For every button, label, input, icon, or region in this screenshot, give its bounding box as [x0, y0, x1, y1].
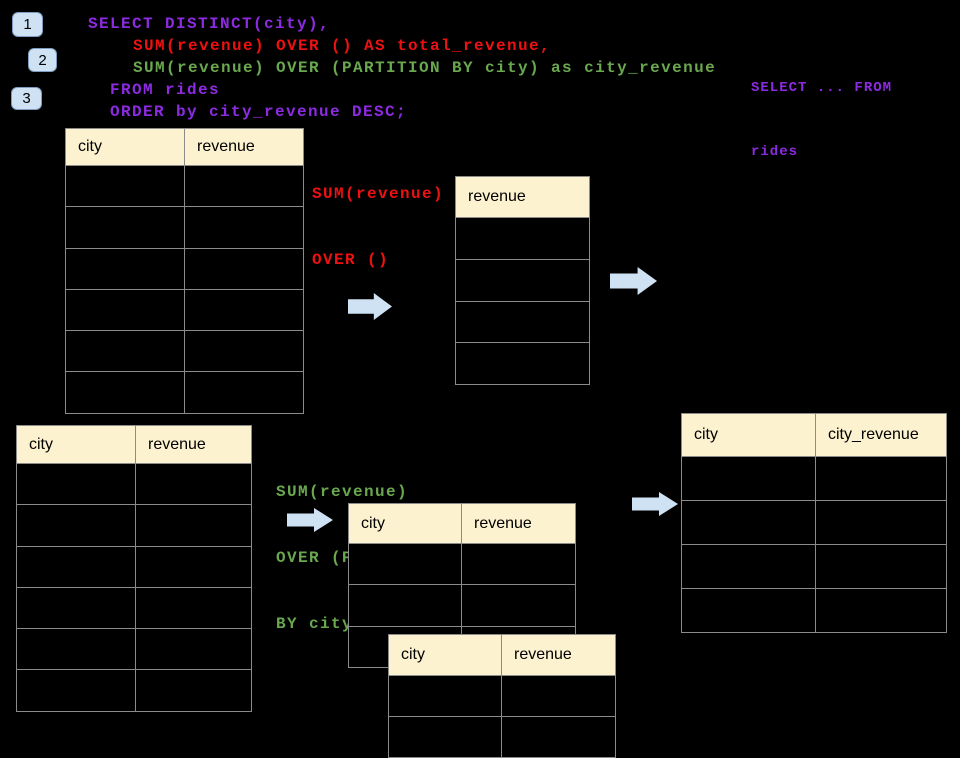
arrow-right-icon — [287, 508, 333, 532]
step-1-badge: 1 — [12, 12, 43, 37]
empty-cell — [136, 464, 252, 506]
empty-cell — [66, 289, 185, 332]
empty-cell — [389, 676, 502, 717]
arrow-right-icon — [610, 267, 657, 295]
arrow-right-icon — [632, 492, 678, 516]
column-header-revenue: revenue — [502, 635, 616, 676]
empty-cell — [456, 218, 590, 260]
empty-cell — [816, 589, 947, 633]
column-header-revenue: revenue — [136, 426, 252, 464]
empty-cell — [456, 301, 590, 344]
sql-code-line: SUM(revenue) OVER () AS total_revenue, — [133, 37, 552, 55]
column-header-revenue: revenue — [456, 177, 590, 218]
side-note-line: rides — [751, 144, 799, 160]
empty-cell — [136, 505, 252, 547]
empty-cell — [17, 629, 136, 671]
empty-cell — [17, 670, 136, 712]
column-header-city: city — [682, 414, 816, 457]
table-total-revenue-result: revenue — [455, 176, 590, 386]
empty-cell — [682, 501, 816, 545]
empty-cell — [456, 343, 590, 386]
empty-cell — [456, 259, 590, 302]
column-header-revenue: revenue — [462, 504, 576, 544]
annotation-line: SUM(revenue) — [312, 185, 445, 203]
empty-cell — [185, 289, 304, 332]
sql-code-line: SELECT DISTINCT(city), — [88, 15, 331, 33]
empty-cell — [349, 544, 462, 586]
column-header-city_revenue: city_revenue — [816, 414, 947, 457]
empty-cell — [185, 207, 304, 249]
empty-cell — [185, 372, 304, 414]
column-header-city: city — [66, 129, 185, 166]
column-header-city: city — [389, 635, 502, 676]
empty-cell — [185, 248, 304, 290]
empty-cell — [816, 457, 947, 501]
side-note-line: SELECT ... FROM — [751, 80, 893, 96]
annotation-line: SUM(revenue) — [276, 483, 409, 501]
empty-cell — [462, 544, 576, 586]
sql-code-line: SUM(revenue) OVER (PARTITION BY city) as… — [133, 59, 717, 77]
empty-cell — [816, 501, 947, 545]
column-header-revenue: revenue — [185, 129, 304, 166]
empty-cell — [462, 585, 576, 627]
empty-cell — [136, 670, 252, 712]
empty-cell — [17, 464, 136, 506]
empty-cell — [185, 331, 304, 373]
select-from-rides-note: SELECT ... FROM rides — [751, 35, 892, 184]
column-header-city: city — [349, 504, 462, 544]
column-header-city: city — [17, 426, 136, 464]
empty-cell — [389, 717, 502, 758]
empty-cell — [136, 546, 252, 588]
annotation-line: OVER () — [312, 251, 390, 269]
sql-code-line: FROM rides — [110, 81, 221, 99]
step-3-badge: 3 — [11, 87, 42, 110]
step-2-badge: 2 — [28, 48, 57, 72]
empty-cell — [136, 587, 252, 630]
empty-cell — [66, 372, 185, 414]
empty-cell — [136, 629, 252, 671]
empty-cell — [502, 676, 616, 717]
empty-cell — [17, 546, 136, 588]
sql-code-line: ORDER by city_revenue DESC; — [110, 103, 408, 121]
sql-code-block: SELECT DISTINCT(city), SUM(revenue) OVER … — [88, 13, 716, 123]
empty-cell — [66, 331, 185, 373]
empty-cell — [66, 166, 185, 208]
empty-cell — [66, 248, 185, 290]
empty-cell — [502, 717, 616, 758]
empty-cell — [185, 166, 304, 208]
total-revenue-annotation: SUM(revenue) OVER () — [312, 139, 444, 293]
empty-cell — [349, 585, 462, 627]
empty-cell — [682, 589, 816, 633]
empty-cell — [682, 545, 816, 589]
empty-cell — [17, 505, 136, 547]
arrow-right-icon — [348, 293, 392, 320]
empty-cell — [682, 457, 816, 501]
empty-cell — [66, 207, 185, 249]
empty-cell — [17, 587, 136, 630]
empty-cell — [816, 545, 947, 589]
